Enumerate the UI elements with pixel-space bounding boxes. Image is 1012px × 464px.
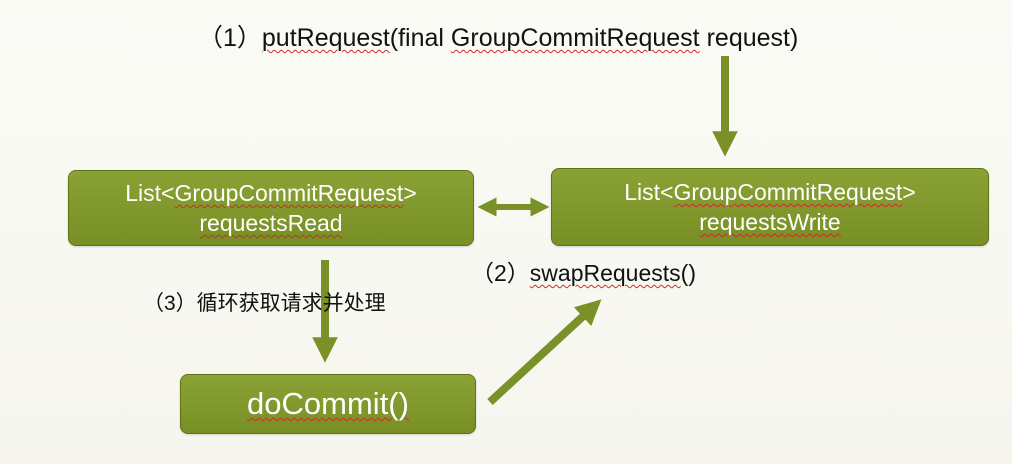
swap-parens: () bbox=[680, 260, 696, 286]
requests-read-generic-type: GroupCommitRequest bbox=[174, 180, 404, 206]
swap-step-number: （2） bbox=[471, 260, 530, 286]
do-commit-box: doCommit() bbox=[180, 374, 476, 434]
requests-read-list-close: > bbox=[403, 180, 417, 206]
requests-read-name: requestsRead bbox=[199, 210, 343, 236]
put-request-label: （1）putRequest(final GroupCommitRequest r… bbox=[198, 18, 798, 54]
requests-write-name: requestsWrite bbox=[699, 209, 841, 235]
put-request-args-open: (final bbox=[389, 24, 451, 52]
swap-method-name: swapRequests bbox=[529, 260, 681, 286]
requests-read-list-open: List< bbox=[125, 180, 175, 206]
requests-read-type-line: List<GroupCommitRequest> bbox=[125, 178, 416, 208]
requests-write-generic-type: GroupCommitRequest bbox=[673, 179, 903, 205]
swap-requests-label: （2）swapRequests() bbox=[471, 254, 696, 288]
arrow-commit-to-swap bbox=[487, 299, 602, 405]
requests-write-type-line: List<GroupCommitRequest> bbox=[624, 177, 915, 207]
requests-read-box: List<GroupCommitRequest> requestsRead bbox=[68, 170, 474, 246]
requests-write-list-open: List< bbox=[624, 179, 674, 205]
do-commit-label: doCommit() bbox=[247, 386, 409, 421]
put-request-step-number: （1） bbox=[198, 24, 262, 52]
loop-process-label: （3）循环获取请求并处理 bbox=[143, 292, 386, 315]
put-request-arg-type: GroupCommitRequest bbox=[450, 24, 700, 52]
put-request-args-close: request) bbox=[699, 24, 799, 52]
put-request-method-name: putRequest bbox=[261, 24, 390, 52]
requests-write-box: List<GroupCommitRequest> requestsWrite bbox=[551, 168, 989, 246]
requests-write-list-close: > bbox=[902, 179, 916, 205]
